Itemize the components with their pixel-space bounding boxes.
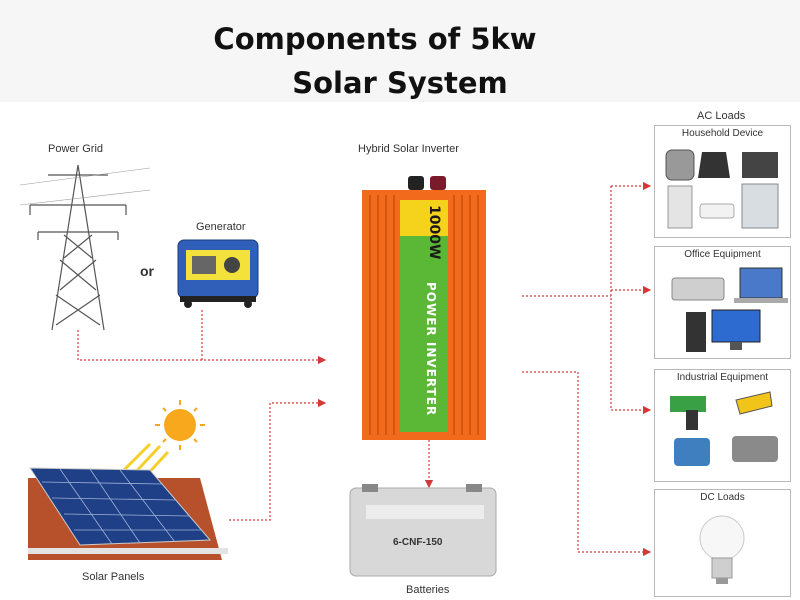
light-bulb-icon — [699, 515, 745, 584]
page-title-line2: Solar System — [292, 66, 508, 100]
household-device-title: Household Device — [681, 128, 764, 139]
generator-icon — [177, 239, 259, 308]
industrial-equipment-icon — [670, 391, 778, 466]
title-band — [0, 0, 800, 102]
power-grid-label: Power Grid — [48, 143, 104, 155]
power-inverter-icon — [362, 176, 486, 440]
sun-icon — [116, 400, 205, 482]
inverter-rating: 1000W — [426, 205, 442, 260]
power-grid-tower-icon — [19, 164, 151, 331]
connector-grid-to-inverter — [77, 330, 327, 365]
industrial-equipment-title: Industrial Equipment — [676, 372, 769, 383]
office-equipment-title: Office Equipment — [684, 249, 761, 260]
connector-solar-to-inverter — [229, 398, 327, 521]
page-title-line1: Components of 5kw — [213, 22, 537, 56]
batteries-label: Batteries — [406, 584, 450, 596]
or-label: or — [140, 263, 154, 279]
connector-to-dc — [522, 371, 652, 557]
household-appliances-icon — [665, 149, 779, 229]
solar-panels-icon — [28, 467, 228, 560]
office-equipment-icon — [671, 267, 788, 352]
dc-loads-title: DC Loads — [700, 492, 745, 503]
battery-model: 6-CNF-150 — [393, 537, 443, 548]
inverter-brand: POWER INVERTER — [424, 282, 438, 417]
generator-label: Generator — [196, 221, 246, 233]
hybrid-inverter-label: Hybrid Solar Inverter — [358, 143, 459, 155]
ac-loads-label: AC Loads — [697, 110, 746, 122]
battery-icon — [349, 484, 497, 577]
solar-panels-label: Solar Panels — [82, 571, 145, 583]
